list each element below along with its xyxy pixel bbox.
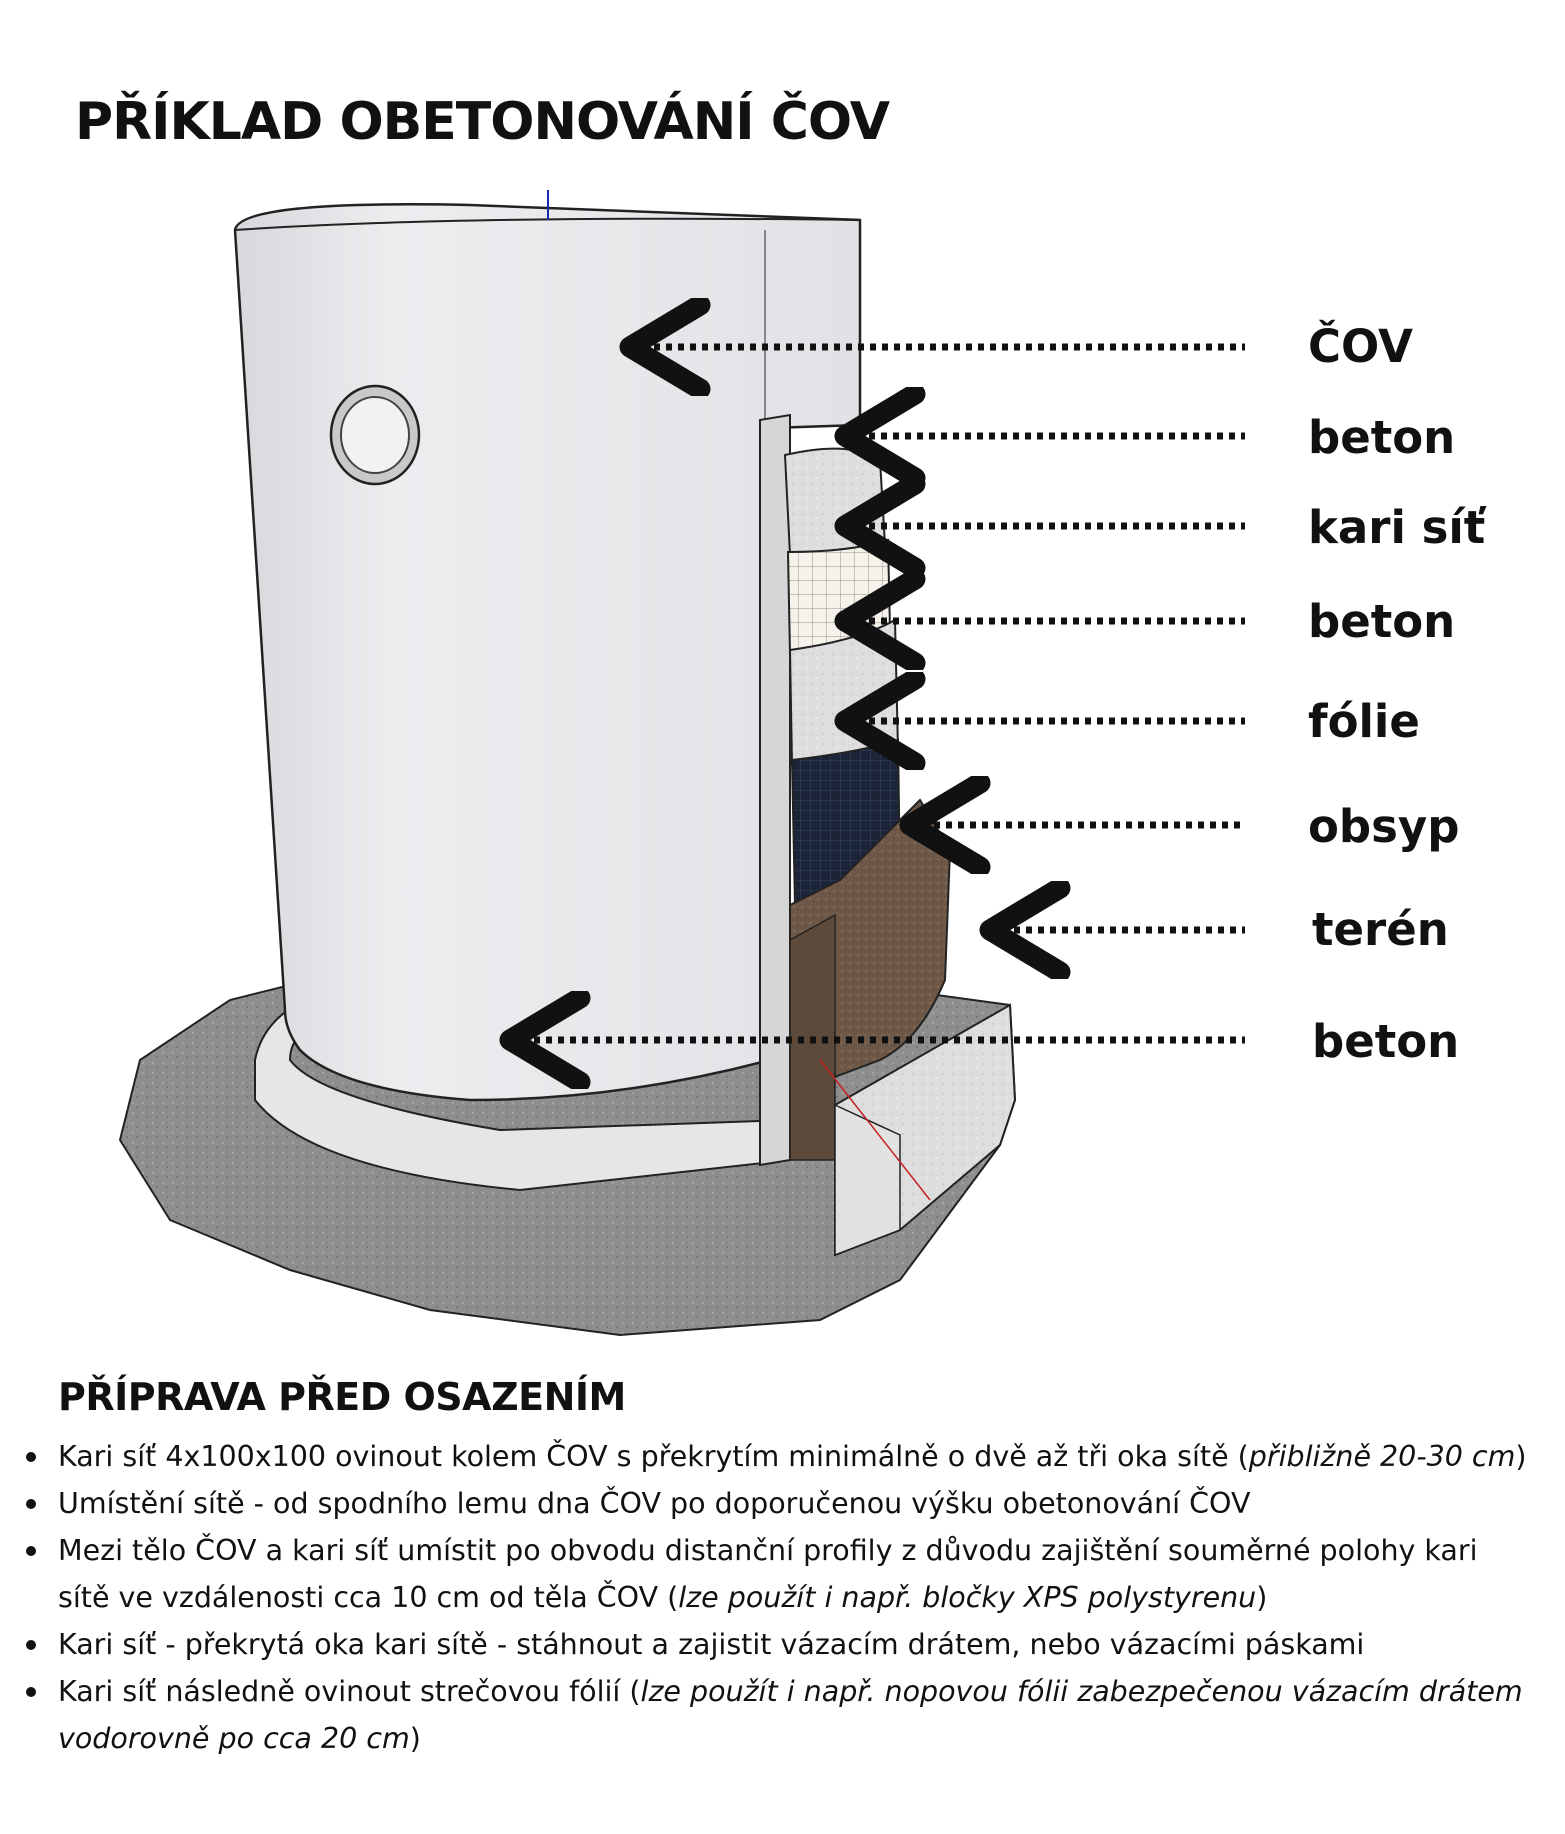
list-item: Kari síť následně ovinout strečovou fóli…: [26, 1668, 1528, 1762]
preparation-list: Kari síť 4x100x100 ovinout kolem ČOV s p…: [26, 1433, 1528, 1762]
list-item: Kari síť 4x100x100 ovinout kolem ČOV s p…: [26, 1433, 1528, 1480]
list-item: Mezi tělo ČOV a kari síť umístit po obvo…: [26, 1527, 1528, 1621]
inner-concrete-section: [759, 413, 791, 1167]
label-cov: ČOV: [1308, 320, 1413, 373]
label-beton-2: beton: [1308, 595, 1455, 648]
tank-body: [233, 190, 862, 1102]
preparation-section: PŘÍPRAVA PŘED OSAZENÍM Kari síť 4x100x10…: [26, 1375, 1528, 1762]
label-teren: terén: [1312, 903, 1449, 956]
callout-arrows: [510, 347, 1245, 1040]
list-item: Umístění sítě - od spodního lemu dna ČOV…: [26, 1480, 1528, 1527]
label-beton-1: beton: [1308, 411, 1455, 464]
page-title: PŘÍKLAD OBETONOVÁNÍ ČOV: [75, 92, 890, 152]
label-kari-sit: kari síť: [1308, 501, 1487, 554]
layer-terrain-block: [819, 1003, 1017, 1257]
label-obsyp: obsyp: [1308, 800, 1459, 853]
list-item: Kari síť - překrytá oka kari sítě - stáh…: [26, 1621, 1528, 1668]
inlet-port-icon: [329, 384, 421, 486]
layer-concrete-top: [783, 447, 887, 557]
label-folie: fólie: [1308, 695, 1420, 748]
preparation-heading: PŘÍPRAVA PŘED OSAZENÍM: [58, 1375, 626, 1419]
layer-diagram: ČOV beton kari síť beton fólie obsyp ter…: [118, 190, 1487, 1337]
label-beton-3: beton: [1312, 1015, 1459, 1068]
